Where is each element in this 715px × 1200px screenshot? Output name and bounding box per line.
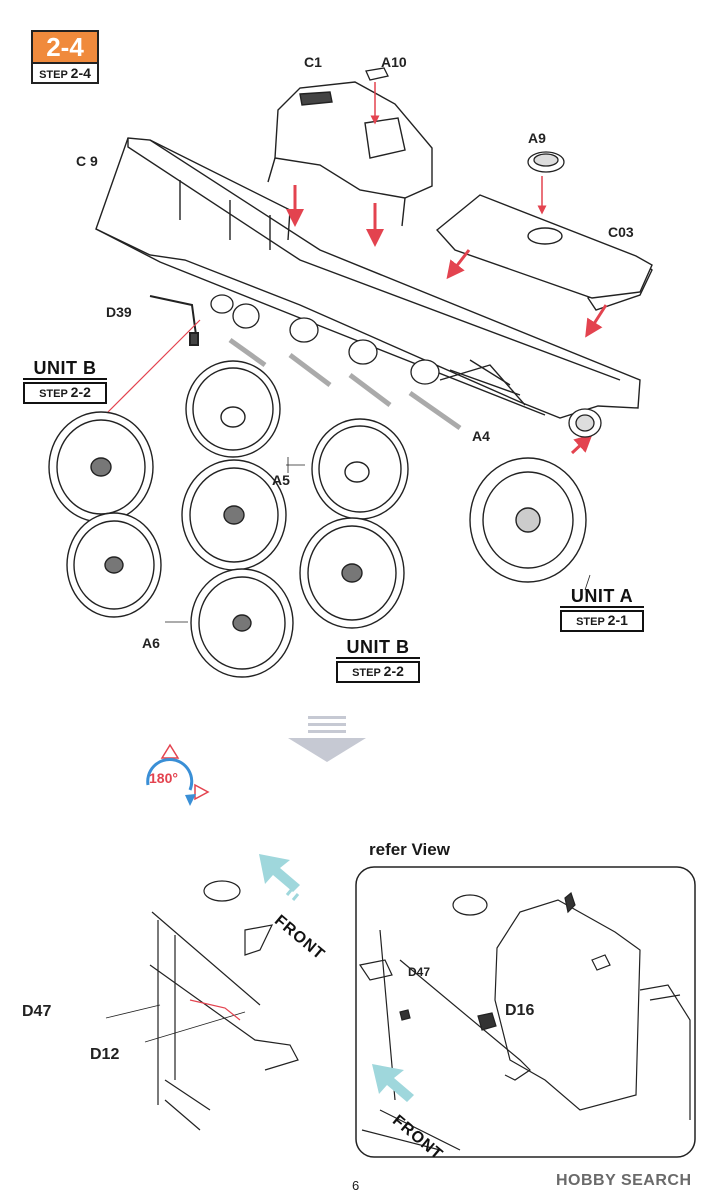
leader-lines bbox=[105, 457, 591, 1043]
c1-part-drawing bbox=[267, 81, 433, 227]
refer-view-drawing bbox=[359, 891, 691, 1151]
unit-b-bottom-label: UNIT B STEP 2-2 bbox=[336, 637, 420, 683]
axle-hub-drawings bbox=[210, 294, 462, 431]
part-label-a9: A9 bbox=[528, 130, 546, 146]
front-arrow-main bbox=[259, 854, 300, 901]
part-label-c1: C1 bbox=[304, 54, 322, 70]
step-badge: 2-4 STEP 2-4 bbox=[31, 30, 99, 84]
rotate-label: 180° bbox=[149, 770, 178, 786]
unit-b-left-step-word: STEP bbox=[39, 388, 68, 400]
detail-view-drawing bbox=[149, 880, 299, 1131]
unit-b-left-label: UNIT B STEP 2-2 bbox=[23, 358, 107, 404]
part-label-c9: C 9 bbox=[76, 153, 98, 169]
unit-b-left-title: UNIT B bbox=[23, 358, 107, 380]
divider-down-arrow bbox=[288, 716, 366, 762]
unit-b-bottom-step-word: STEP bbox=[352, 667, 381, 679]
watermark-text: HOBBY SEARCH bbox=[556, 1172, 692, 1189]
part-label-c03: C03 bbox=[608, 224, 634, 240]
rotate-degree-symbol: ° bbox=[172, 770, 178, 786]
unit-a-step: STEP 2-1 bbox=[560, 610, 644, 632]
refer-view-title: refer View bbox=[369, 840, 450, 859]
part-label-a6: A6 bbox=[142, 635, 160, 651]
unit-b-bottom-step: STEP 2-2 bbox=[336, 661, 420, 683]
unit-a-title: UNIT A bbox=[560, 586, 644, 608]
c03-part-drawing bbox=[435, 194, 653, 299]
unit-a-label: UNIT A STEP 2-1 bbox=[560, 586, 644, 632]
unit-a-step-number: 2-1 bbox=[607, 612, 628, 628]
assembly-arrows bbox=[286, 82, 608, 455]
unit-a-sprocket-drawing bbox=[469, 457, 587, 583]
part-label-d16: D16 bbox=[505, 1002, 535, 1019]
page-number: 6 bbox=[352, 1178, 360, 1193]
part-label-a4: A4 bbox=[472, 428, 490, 444]
sprocket-drawing bbox=[568, 408, 602, 438]
unit-a-step-word: STEP bbox=[576, 616, 605, 628]
unit-b-bottom-step-number: 2-2 bbox=[383, 663, 404, 679]
step-sub-label: STEP 2-4 bbox=[31, 64, 99, 84]
part-label-d47: D47 bbox=[22, 1003, 52, 1020]
unit-b-bottom-title: UNIT B bbox=[336, 637, 420, 659]
part-label-a5: A5 bbox=[272, 472, 290, 488]
step-sub-number: 2-4 bbox=[70, 65, 91, 81]
unit-b-left-step-number: 2-2 bbox=[70, 384, 91, 400]
refer-view-frame bbox=[355, 866, 696, 1158]
rotate-degrees: 180 bbox=[149, 770, 173, 786]
road-wheels-drawing bbox=[48, 360, 409, 678]
step-number: 2-4 bbox=[31, 30, 99, 64]
part-label-d39: D39 bbox=[106, 304, 132, 320]
unit-b-left-step: STEP 2-2 bbox=[23, 382, 107, 404]
rotate-180-icon bbox=[146, 743, 210, 806]
part-label-d12: D12 bbox=[90, 1046, 120, 1063]
front-arrow-refer bbox=[372, 1064, 414, 1102]
step-sub-word: STEP bbox=[39, 69, 68, 81]
a10-part-drawing bbox=[365, 67, 389, 81]
a9-part-drawing bbox=[527, 151, 565, 173]
part-label-a10: A10 bbox=[381, 54, 407, 70]
part-label-d47-refer: D47 bbox=[408, 965, 431, 979]
d39-part-drawing bbox=[149, 295, 199, 346]
